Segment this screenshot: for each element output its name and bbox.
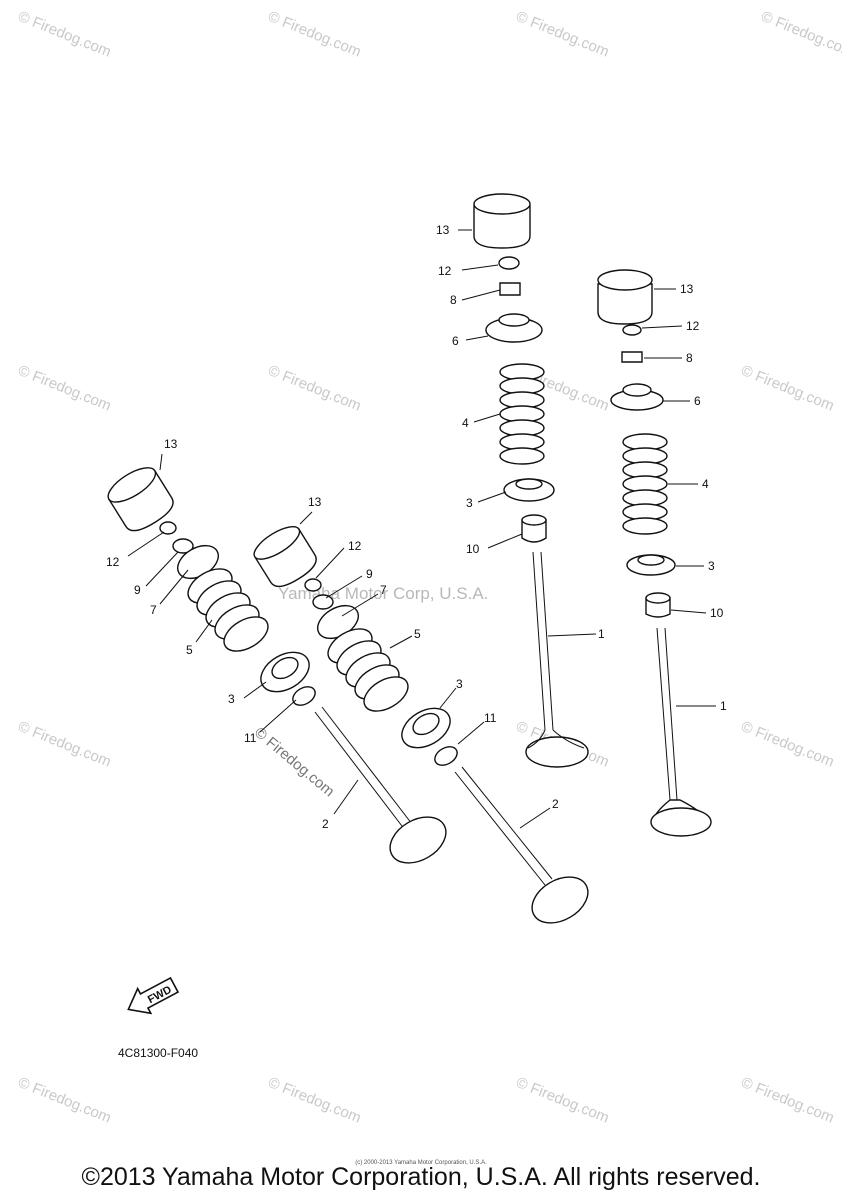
cotter-pin <box>621 351 643 363</box>
oil-seal <box>521 519 547 543</box>
valve-head-face <box>389 816 447 864</box>
drawing-code: 4C81300-F040 <box>118 1046 199 1060</box>
spring-retainer-top <box>622 383 652 397</box>
callout-label: 13 <box>308 495 322 509</box>
valve-stem <box>656 627 671 801</box>
callout-label: 13 <box>436 223 450 237</box>
callout-label: 12 <box>686 319 700 333</box>
valve-head-face <box>525 736 589 768</box>
callout-label: 3 <box>466 496 473 510</box>
callout-label: 10 <box>710 606 724 620</box>
callout-label: 9 <box>134 583 141 597</box>
valve-lifter <box>253 528 317 588</box>
callout-label: 13 <box>680 282 694 296</box>
tiny-copyright: (c) 2000-2013 Yamaha Motor Corporation, … <box>355 1160 487 1166</box>
callout-label: 5 <box>414 627 421 641</box>
cotter-pin <box>499 282 521 296</box>
valve-stem <box>532 551 546 731</box>
valve-neck <box>527 729 546 749</box>
callouts: 13 12 8 6 4 3 10 1 13 12 8 6 4 <box>106 223 727 831</box>
callout-label: 1 <box>720 699 727 713</box>
valve-assembly-center-right <box>473 193 589 768</box>
callout-label: 4 <box>702 477 709 491</box>
callout-label: 2 <box>322 817 329 831</box>
fwd-arrow-icon: FWD <box>127 976 180 1015</box>
valve-spring <box>327 628 409 712</box>
callout-label: 10 <box>466 542 480 556</box>
callout-label: 1 <box>598 627 605 641</box>
callout-label: 12 <box>348 539 362 553</box>
copyright-footer: ©2013 Yamaha Motor Corporation, U.S.A. A… <box>81 1163 761 1191</box>
callout-label: 6 <box>452 334 459 348</box>
valve-spring <box>187 568 269 652</box>
callout-label: 9 <box>366 567 373 581</box>
callout-label: 3 <box>708 559 715 573</box>
valve-lifter <box>107 469 174 532</box>
valve-stem <box>314 711 406 831</box>
callout-label: 13 <box>164 437 178 451</box>
valve-assembly-center-left <box>253 526 589 924</box>
callout-label: 7 <box>150 603 157 617</box>
spring-retainer-top <box>498 313 530 327</box>
callout-label: 3 <box>228 692 235 706</box>
oil-seal <box>434 746 458 766</box>
callout-label: 6 <box>694 394 701 408</box>
callout-label: 12 <box>106 555 120 569</box>
valve-stem <box>321 706 413 825</box>
valve-stem <box>664 627 678 801</box>
valve-assembly-left <box>107 467 447 864</box>
callout-label: 3 <box>456 677 463 691</box>
callout-label: 7 <box>380 583 387 597</box>
oil-seal-top <box>521 514 547 526</box>
valve-assembly-right <box>597 269 712 837</box>
valve-shim <box>304 578 322 592</box>
valve-spring <box>622 433 668 535</box>
valve-lifter <box>473 205 531 249</box>
valve-lifter-top <box>473 193 531 215</box>
valve-stem <box>461 766 553 880</box>
callout-label: 11 <box>484 711 497 725</box>
valve-lifter-top <box>253 526 301 560</box>
valve-lifter-top <box>597 269 653 291</box>
cotter-pin <box>172 538 194 554</box>
valve-stem <box>540 551 554 731</box>
spring-seat-top <box>271 656 299 680</box>
callout-label: 2 <box>552 797 559 811</box>
oil-seal-top <box>645 592 671 604</box>
spring-seat-top <box>412 712 440 736</box>
valve-spring <box>499 363 545 465</box>
valve-lifter <box>597 283 653 325</box>
valve-shim <box>498 256 520 270</box>
callout-label: 5 <box>186 643 193 657</box>
valve-neck <box>552 729 585 749</box>
callout-label: 8 <box>686 351 693 365</box>
spring-seat-top <box>637 554 665 566</box>
callout-label: 4 <box>462 416 469 430</box>
callout-label: 11 <box>244 731 257 745</box>
callout-label: 12 <box>438 264 452 278</box>
valve-shim <box>622 324 642 336</box>
cotter-pin <box>312 594 334 610</box>
fwd-label: FWD <box>146 984 174 1006</box>
callout-label: 8 <box>450 293 457 307</box>
valve-shim <box>159 521 177 535</box>
valve-lifter-top <box>107 467 157 503</box>
valve-head-face <box>650 807 712 837</box>
valve-stem <box>454 771 546 886</box>
spring-seat-top <box>515 478 543 490</box>
valve-head-face <box>531 876 589 924</box>
